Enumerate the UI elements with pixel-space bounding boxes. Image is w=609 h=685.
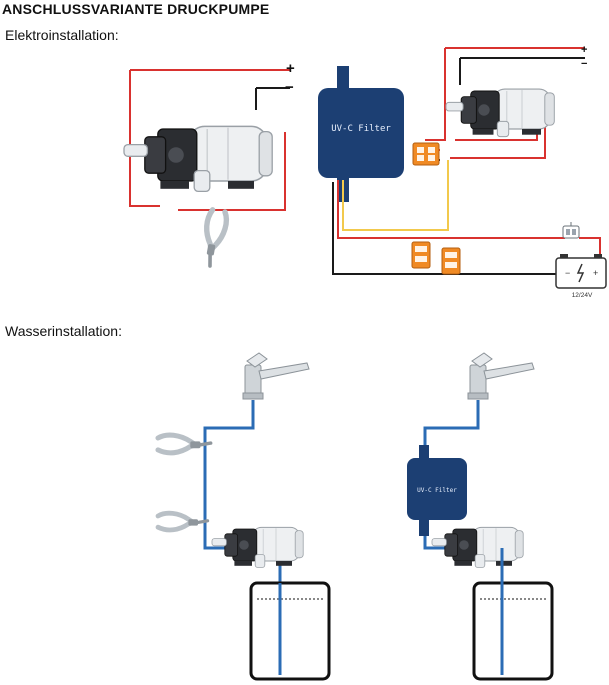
right-faucet-icon	[467, 352, 535, 400]
right-water-pump-icon	[431, 526, 524, 568]
fuse-to-battery-wire	[579, 237, 601, 258]
left-outlet-pipe	[203, 400, 255, 550]
left-plus-terminal: +	[286, 60, 295, 77]
water-right-setup: UV-C Filter	[407, 352, 554, 681]
water-section-label: Wasserinstallation:	[5, 323, 122, 339]
wago-connector-left-icon	[411, 241, 431, 269]
water-left-setup	[158, 352, 331, 681]
right-minus-terminal: −	[581, 58, 587, 70]
right-water-tank-icon	[472, 581, 554, 681]
right-uv-c-filter-icon: UV-C Filter	[407, 445, 467, 536]
wago-connector-top-icon	[412, 142, 440, 166]
page-title: ANSCHLUSSVARIANTE DRUCKPUMPE	[2, 1, 270, 17]
water-uv-filter-label: UV-C Filter	[417, 487, 457, 494]
wago-connector-right-icon	[441, 247, 461, 275]
left-pump-icon	[123, 125, 273, 193]
left-lower-pliers-icon	[158, 513, 208, 530]
right-outlet-pipe	[423, 400, 480, 550]
battery-voltage-label: 12/24V	[572, 292, 593, 299]
electrical-diagram: + − UV-C Filter	[123, 44, 607, 299]
electrical-section-label: Elektroinstallation:	[5, 27, 119, 43]
battery-icon: − + 12/24V	[555, 254, 607, 299]
water-diagram: UV-C Filter	[158, 352, 554, 681]
battery-plus-sign: +	[593, 268, 598, 278]
left-water-pump-icon	[211, 526, 304, 568]
left-faucet-icon	[242, 352, 310, 400]
left-water-tank-icon	[249, 581, 331, 681]
left-pliers-icon	[200, 209, 228, 267]
fuse-icon	[562, 222, 580, 239]
left-minus-terminal: −	[285, 79, 294, 96]
uv-c-filter-icon: UV-C Filter	[318, 66, 404, 202]
right-plus-terminal: +	[581, 44, 587, 56]
uv-filter-label: UV-C Filter	[331, 124, 391, 134]
right-pump-icon	[445, 88, 555, 138]
left-upper-pliers-icon	[158, 435, 211, 453]
battery-minus-sign: −	[565, 268, 570, 278]
